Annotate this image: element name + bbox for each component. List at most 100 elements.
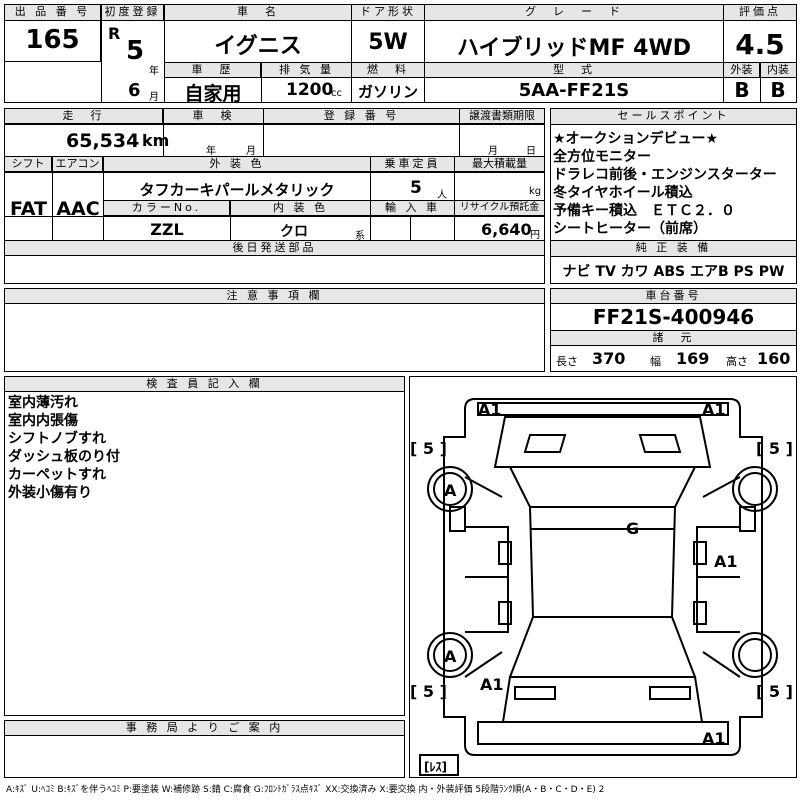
ext-value: B xyxy=(734,78,750,102)
cc-unit: cc xyxy=(331,88,342,99)
color-value: タフカーキパールメタリック xyxy=(139,181,335,199)
width-label: 幅 xyxy=(650,355,661,368)
legend-text: A:ｷｽﾞ U:ﾍｺﾐ B:ｷｽﾞを伴うﾍｺﾐ P:要塗装 W:補修跡 S:錆 … xyxy=(6,785,605,795)
import-label: 輸 入 車 xyxy=(371,201,454,216)
sales-box xyxy=(550,108,797,284)
details-box xyxy=(4,108,545,284)
transfer-month-unit: 月 xyxy=(488,146,498,157)
mark-rear-left: A1 xyxy=(480,675,504,694)
recycle-value: 6,640 xyxy=(481,220,532,239)
insp-month-unit: 月 xyxy=(246,146,256,157)
colorno-value: ZZL xyxy=(150,220,184,239)
mark-right-side: A1 xyxy=(714,552,738,571)
score-value: 4.5 xyxy=(735,28,785,61)
mileage-value: 65,534 xyxy=(66,130,140,152)
int-label: 内装 xyxy=(760,63,796,78)
inspector-line-3: シフトノブすれ xyxy=(8,431,106,447)
insp-year-unit: 年 xyxy=(206,146,216,157)
int-value: B xyxy=(770,78,786,102)
height-value: 160 xyxy=(757,349,791,368)
length-label: 長さ xyxy=(556,355,578,368)
fuel-value: ガソリン xyxy=(357,83,418,101)
transfer-label: 譲渡書類期限 xyxy=(460,109,544,124)
lot-label: 出 品 番 号 xyxy=(5,5,100,21)
sales-label: セールスポイント xyxy=(551,109,796,125)
mark-rear-bottom: A1 xyxy=(702,729,726,748)
notes-label: 注 意 事 項 欄 xyxy=(5,289,544,304)
inspector-label: 検 査 員 記 入 欄 xyxy=(5,377,404,392)
lot-cell: 出 品 番 号 165 xyxy=(4,4,101,62)
interior-unit: 系 xyxy=(355,231,365,242)
recycle-label: リサイクル預託金 xyxy=(455,201,544,216)
tread-rl: [ 5 ] xyxy=(410,682,447,701)
load-unit: kg xyxy=(529,186,542,197)
office-box xyxy=(4,720,405,778)
mark-tire-fl: A xyxy=(444,481,457,500)
load-label: 最大積載量 xyxy=(455,157,544,172)
sales-line-2: 全方位モニター xyxy=(553,149,651,165)
sales-line-1: ★オークションデビュー★ xyxy=(553,131,719,147)
lot-number: 165 xyxy=(25,25,80,55)
notes-box xyxy=(4,288,545,372)
recycle-unit: 円 xyxy=(530,230,540,241)
first-reg-label: 初度登録 xyxy=(102,5,164,21)
later-label: 後日発送部品 xyxy=(5,241,544,256)
chassis-label: 車台番号 xyxy=(551,289,796,304)
history-label: 車 歴 xyxy=(165,63,261,78)
grade-value: ハイブリッドMF 4WD xyxy=(457,36,691,61)
inspector-box xyxy=(4,376,405,716)
grade-label: グ レ ー ド xyxy=(425,5,723,21)
regnum-label: 登 録 番 号 xyxy=(264,109,459,124)
model-value: 5AA-FF21S xyxy=(518,80,630,101)
inspector-line-2: 室内内張傷 xyxy=(8,413,78,429)
mark-tire-rl: A xyxy=(444,647,457,666)
inspector-line-5: カーペットすれ xyxy=(8,467,106,483)
era-prefix: R xyxy=(108,24,121,43)
mark-front-left: A1 xyxy=(478,400,502,419)
displacement-label: 排 気 量 xyxy=(262,63,351,78)
car-diagram: A1 A1 A A G A1 A1 A1 [ 5 ] [ 5 ] [ 5 ] [… xyxy=(410,398,793,776)
ext-label: 外装 xyxy=(724,63,760,78)
inspector-line-6: 外装小傷有り xyxy=(8,485,92,501)
mileage-label: 走 行 xyxy=(5,109,163,124)
transfer-day-unit: 日 xyxy=(526,146,536,157)
displacement-value: 1200 xyxy=(286,80,334,100)
interior-value: クロ xyxy=(280,224,308,240)
inspector-line-4: ダッシュ板のり付 xyxy=(8,449,120,465)
door-value: 5W xyxy=(368,30,408,55)
dims-label: 諸 元 xyxy=(551,331,796,346)
office-label: 事 務 局 よ り ご 案 内 xyxy=(5,721,404,736)
sales-line-6: シートヒーター（前席） xyxy=(553,221,707,237)
chassis-value: FF21S-400946 xyxy=(592,305,755,329)
history-value: 自家用 xyxy=(184,83,242,105)
spare-mark: [ﾚｽ] xyxy=(424,760,447,774)
capacity-value: 5 xyxy=(410,178,422,198)
shift-value: FAT xyxy=(10,198,47,220)
tread-rr: [ 5 ] xyxy=(756,682,793,701)
color-label: 外 装 色 xyxy=(104,157,370,172)
colorno-label: カラーNo. xyxy=(104,201,230,216)
inspection-label: 車 検 xyxy=(164,109,263,124)
model-label: 型 式 xyxy=(425,63,723,78)
shift-label: シフト xyxy=(5,157,52,172)
equip-label: 純 正 装 備 xyxy=(551,241,796,257)
sales-line-5: 予備キー積込 ＥＴＣ２．０ xyxy=(553,203,735,219)
score-label: 評価点 xyxy=(724,5,796,21)
door-label: ドア形状 xyxy=(352,5,424,21)
car-name: イグニス xyxy=(214,34,302,59)
mark-roof: G xyxy=(626,519,639,538)
inspector-line-1: 室内薄汚れ xyxy=(8,395,78,411)
reg-month: 6 xyxy=(128,80,141,101)
month-unit: 月 xyxy=(149,92,159,103)
height-label: 高さ xyxy=(726,355,748,368)
equip-value: ナビ TV カワ ABS エアB PS PW xyxy=(562,264,785,280)
ac-label: エアコン xyxy=(53,157,103,172)
car-diagram-box xyxy=(409,376,797,778)
tread-fr: [ 5 ] xyxy=(756,439,793,458)
capacity-unit: 人 xyxy=(437,190,447,201)
fuel-label: 燃 料 xyxy=(352,63,424,78)
capacity-label: 乗車定員 xyxy=(371,157,454,172)
year-unit: 年 xyxy=(149,66,159,77)
mark-front-right: A1 xyxy=(702,400,726,419)
width-value: 169 xyxy=(676,349,710,368)
